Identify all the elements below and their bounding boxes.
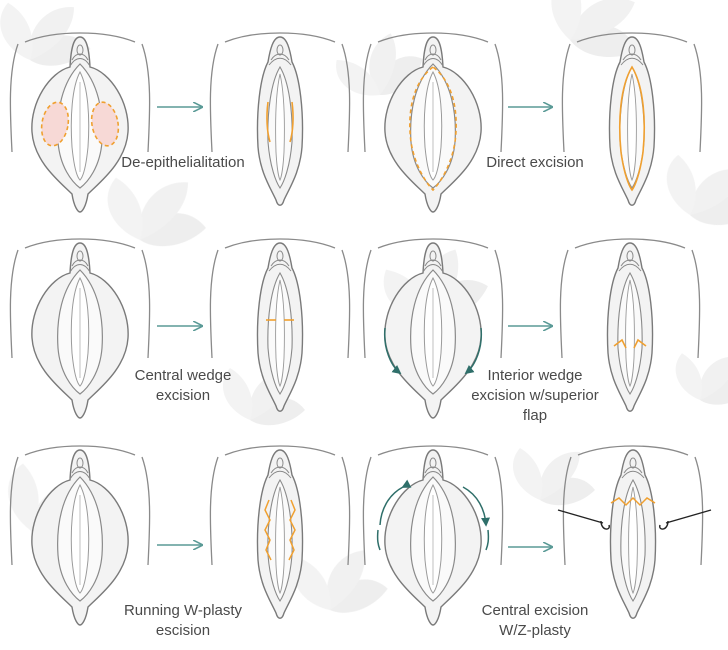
procedure-w-plasty-after [209, 445, 351, 619]
procedure-direct-excision-after [561, 32, 703, 206]
procedure-z-plasty-after [557, 445, 712, 619]
procedure-interior-wedge-after [559, 238, 701, 412]
procedure-interior-wedge-before [362, 238, 504, 419]
procedure-direct-excision-before [362, 32, 504, 213]
procedure-de-epithelialization-after [209, 32, 351, 206]
procedure-central-wedge-after [209, 238, 351, 412]
highlight-area-left [40, 101, 70, 147]
retractor-left [557, 509, 604, 524]
procedure-w-plasty-before [9, 445, 151, 626]
retractor-right [665, 509, 712, 524]
label-interior-wedge: Interior wedge excision w/superior flap [471, 367, 599, 424]
label-w-plasty: Running W-plasty escision [123, 602, 243, 639]
procedure-de-epithelialization-before [9, 32, 151, 213]
label-central-wedge: Central wedge excision [134, 367, 232, 404]
label-z-plasty: Central excision W/Z-plasty [481, 602, 589, 639]
label-direct-excision: Direct excision [486, 154, 584, 171]
highlight-area-right [90, 101, 120, 147]
procedure-z-plasty-before [362, 445, 504, 626]
label-de-epithelialization: De-epithelialitation [121, 154, 245, 171]
